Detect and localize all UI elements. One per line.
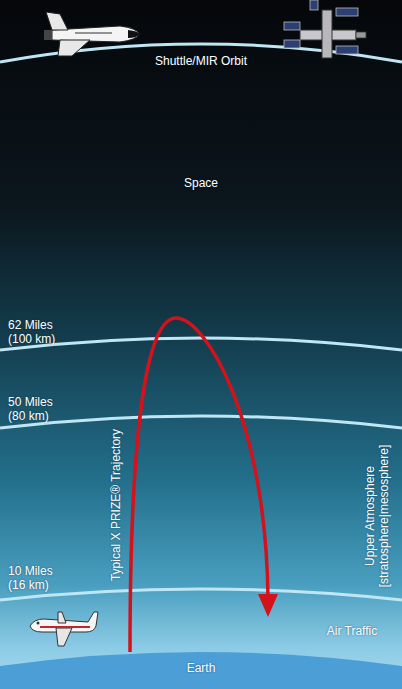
altitude-line bbox=[0, 338, 402, 350]
orbit-label: Shuttle/MIR Orbit bbox=[146, 54, 256, 68]
altitude-lines bbox=[0, 44, 402, 600]
altitude-line bbox=[0, 589, 402, 600]
airplane-icon bbox=[30, 612, 98, 646]
layer-label: Upper Atmosphere [stratosphere|mesospher… bbox=[363, 431, 391, 601]
altitude-label: 10 Miles (16 km) bbox=[8, 564, 72, 592]
altitude-label: 62 Miles (100 km) bbox=[8, 318, 72, 346]
mir-station-icon bbox=[284, 0, 366, 58]
trajectory-path bbox=[130, 318, 268, 652]
trajectory-arrowhead bbox=[258, 594, 278, 617]
air-traffic-label: Air Traffic bbox=[307, 624, 397, 638]
trajectory-label: Typical X PRIZE® Trajectory bbox=[109, 410, 123, 600]
earth-label: Earth bbox=[161, 661, 241, 675]
shuttle-icon bbox=[44, 12, 140, 56]
earth-surface bbox=[0, 652, 402, 689]
altitude-label: 50 Miles (80 km) bbox=[8, 395, 72, 423]
altitude-line bbox=[0, 416, 402, 428]
region-label: Space bbox=[161, 176, 241, 190]
